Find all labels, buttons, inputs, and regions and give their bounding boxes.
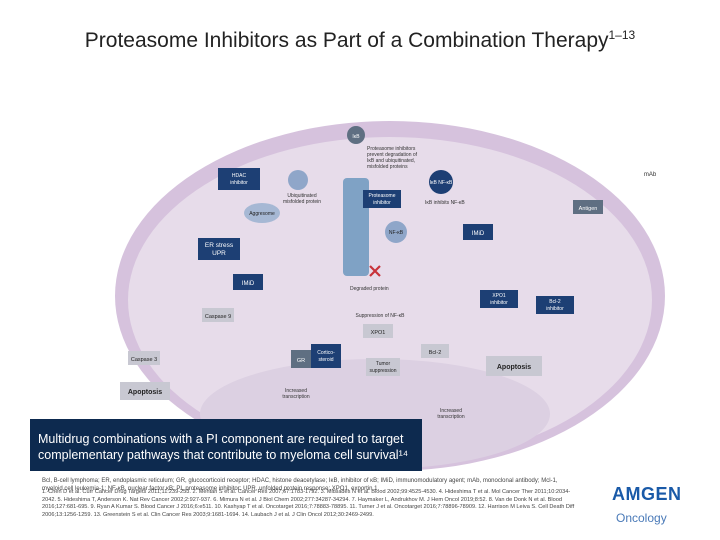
nfkb-shape [385,221,407,243]
corticosteroid-label: Cortico-steroid [317,350,335,363]
nfkb-label: NF-κB [389,230,404,236]
amgen-logo: AMGEN Oncology [612,484,712,525]
caspase3-box [128,351,160,365]
ikb-nfkb-label: IκB NF-κB [430,180,453,186]
title-superscript: 1–13 [608,28,636,42]
xpo1-label: XPO1 [371,330,386,336]
antigen-box [573,200,603,214]
imid-left-label: IMiD [242,281,255,287]
imid-left-box [233,274,263,290]
apoptosis-right-label: Apoptosis [497,364,531,371]
ikb-top-shape [347,126,365,144]
apoptosis-left-label: Apoptosis [128,389,162,396]
proteasome-inhibitor-box [363,190,401,208]
title-text: Proteasome Inhibitors as Part of a Combi… [84,29,609,52]
ikb-top-label: IκB [352,134,360,140]
caspase9-label: Caspase 9 [205,314,231,320]
proteasome-barrel [343,178,369,276]
er-stress-box [198,238,240,260]
imid-right-label: IMiD [472,231,485,237]
aggresome-shape [244,203,280,223]
ikb-nfkb-shape [429,170,453,194]
inhibition-x-mark [369,265,381,277]
page-title: Proteasome Inhibitors as Part of a Combi… [0,28,720,53]
aggresome-label: Aggresome [249,211,275,217]
bcl2-label: Bcl-2 [429,350,442,356]
oncology-label: Oncology [616,511,667,525]
hdac-inhibitor-box [218,168,260,190]
mab-label: mAb [644,172,657,178]
caspase9-box [202,308,234,322]
gr-label: GR [297,358,305,364]
xpo1-inhibitor-box [480,290,518,308]
apoptosis-right-box [486,356,542,376]
apoptosis-left-box [120,382,170,400]
bcl2-inhibitor-box [536,296,574,314]
gr-box [291,350,311,368]
summary-banner-text: Multidrug combinations with a PI compone… [38,432,409,462]
abbreviations: Bcl, B-cell lymphoma; ER, endoplasmic re… [42,478,558,492]
antigen-label: Antigen [579,206,598,212]
references: 1. Chen D et al. Curr Cancer Drug Target… [42,489,575,518]
ikb-inhibits-label: IκB inhibits NF-κB [425,200,465,206]
summary-banner: Multidrug combinations with a PI compone… [30,419,422,471]
corticosteroid-box [311,344,341,368]
tumor-suppression-box [366,358,400,376]
ubiquitinated-protein-shape [288,170,308,190]
caspase3-label: Caspase 3 [131,357,157,363]
amgen-brand: AMGEN [612,484,682,504]
proteasome-note: Proteasome inhibitors prevent degradatio… [367,146,418,170]
suppression-label: Suppression of NF-κB [356,313,406,319]
bcl2-box [421,344,449,358]
xpo1-box [363,324,393,338]
imid-right-box [463,224,493,240]
degraded-protein-label: Degraded protein [350,286,389,292]
